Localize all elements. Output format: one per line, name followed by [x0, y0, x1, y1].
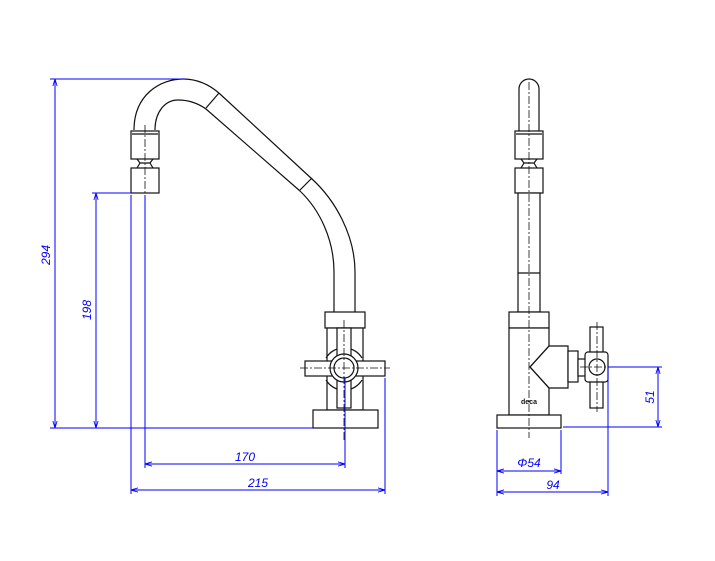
front-view: deca	[496, 78, 612, 438]
dimension-215: 215	[130, 195, 386, 494]
cross-handle[interactable]	[300, 320, 390, 440]
spout	[133, 78, 356, 312]
dimension-label-94: 94	[546, 478, 560, 492]
dimension-label-294: 294	[39, 245, 53, 266]
dimension-phi54: Φ54	[496, 430, 562, 496]
dimension-label-170: 170	[235, 450, 255, 464]
dimension-51: 51	[563, 366, 662, 428]
dimension-label-215: 215	[247, 476, 268, 490]
brand-logo: deca	[521, 399, 537, 406]
dimension-294: 294	[39, 78, 313, 429]
aerator	[130, 125, 160, 195]
dimension-label-198: 198	[80, 300, 94, 320]
side-view	[130, 78, 390, 440]
spout-tip	[518, 78, 540, 131]
dimension-label-51: 51	[643, 390, 657, 403]
cross-handle-front[interactable]	[580, 322, 612, 412]
dimension-170: 170	[144, 195, 346, 468]
dimension-94: 94	[497, 367, 609, 496]
dimension-label-phi54: Φ54	[517, 456, 541, 470]
valve-branch	[529, 345, 587, 389]
dimension-198: 198	[80, 192, 131, 428]
